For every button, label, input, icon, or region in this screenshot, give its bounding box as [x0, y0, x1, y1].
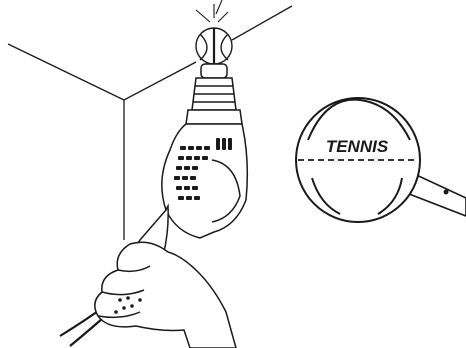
- spark-icon: [196, 0, 228, 22]
- ceiling-corner-icon: [8, 6, 292, 240]
- tennis-ball-small-icon: [196, 28, 232, 64]
- tennis-ball-label: TENNIS: [326, 137, 389, 156]
- hand-icon: [95, 242, 236, 348]
